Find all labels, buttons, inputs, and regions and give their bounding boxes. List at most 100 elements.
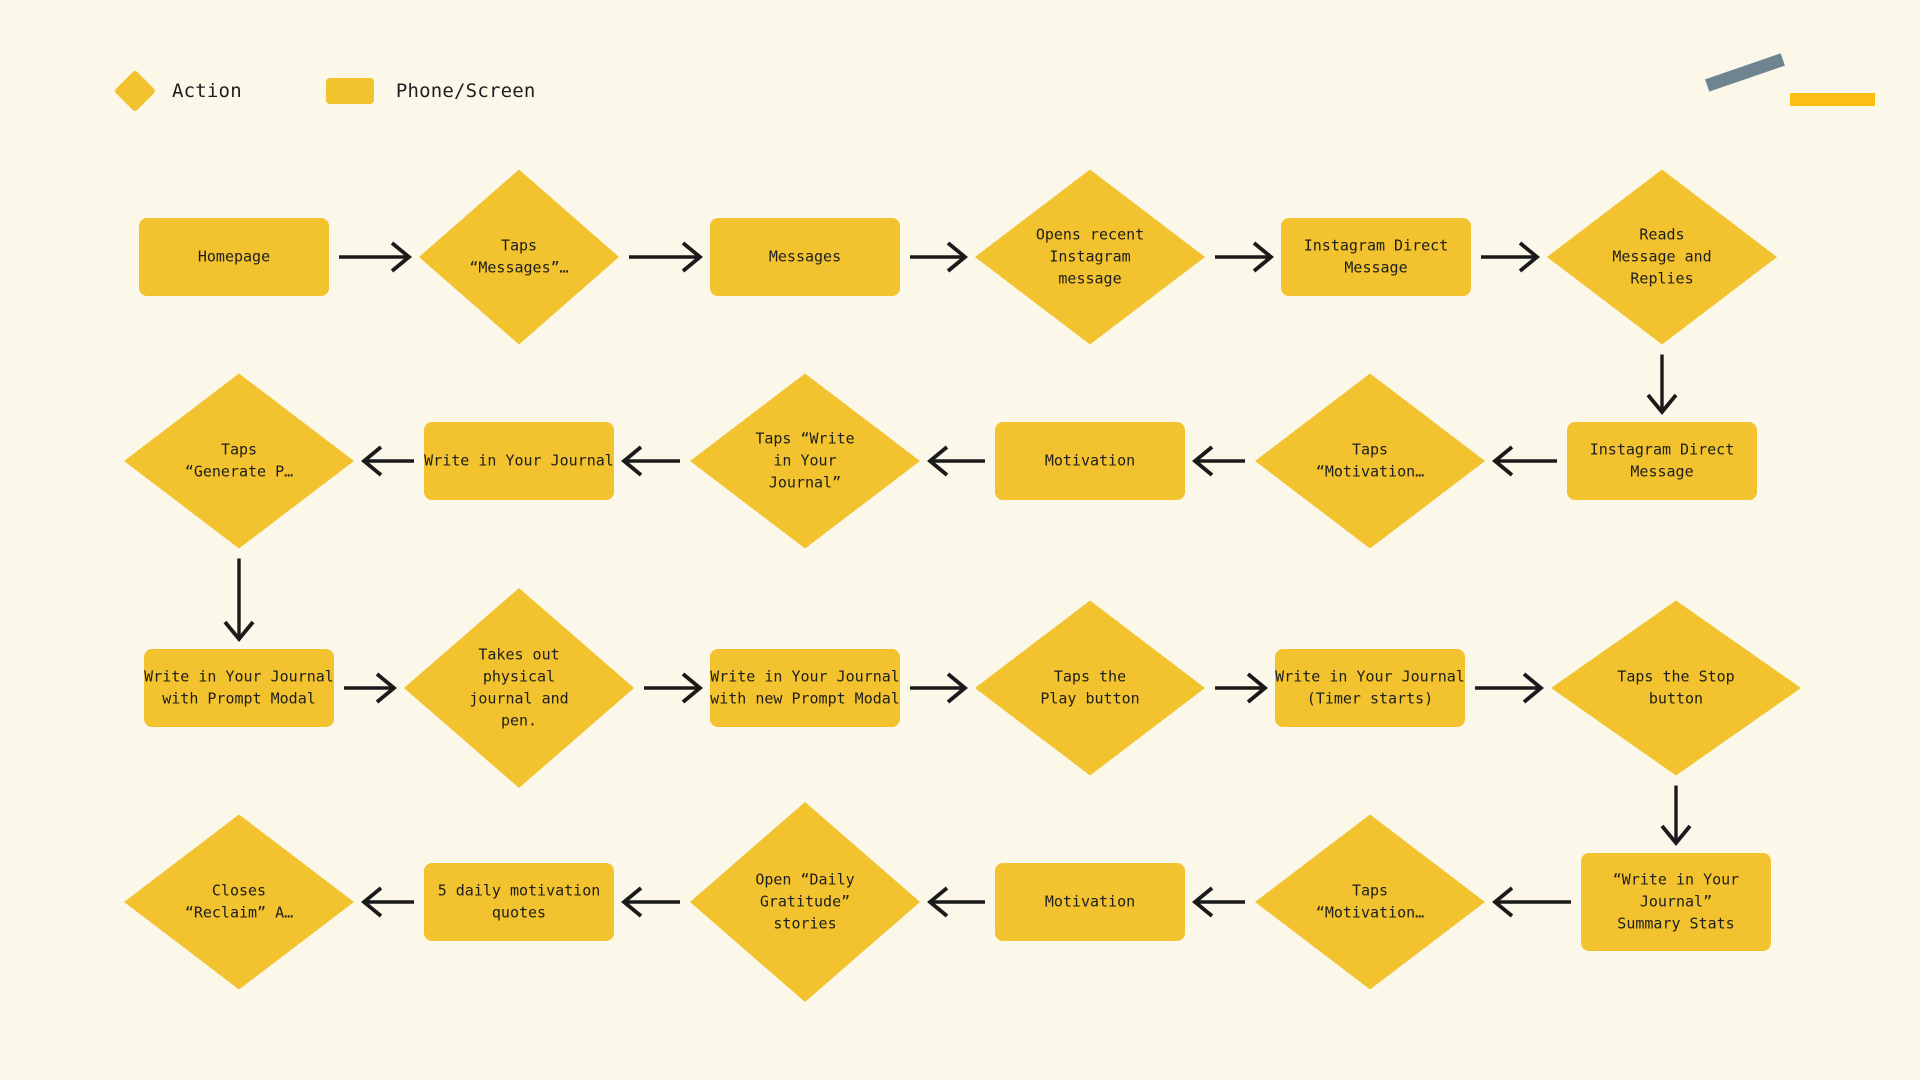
- node-label-line: Reads: [1639, 226, 1684, 244]
- node-label-line: Message and: [1612, 248, 1711, 266]
- node-label-line: 5 daily motivation: [438, 882, 601, 900]
- node-rect-shape: [1275, 649, 1465, 727]
- node-label-line: journal and: [469, 690, 568, 708]
- arrow-head-icon: [1522, 672, 1544, 704]
- flow-arrow: [1192, 886, 1245, 918]
- screen-node[interactable]: Motivation: [995, 422, 1185, 500]
- node-label-line: Taps: [1352, 441, 1388, 459]
- node-rect-shape: [1567, 422, 1757, 500]
- flow-arrow: [344, 672, 397, 704]
- node-label-line: Messages: [769, 248, 841, 266]
- arrow-head-icon: [1192, 886, 1214, 918]
- action-node[interactable]: Taps“Messages”…: [419, 169, 619, 345]
- flow-arrow: [1481, 241, 1540, 273]
- node-diamond-shape: [690, 802, 920, 1002]
- nodes-layer: Homepage Taps“Messages”… Messages Opens rec…: [124, 169, 1801, 1002]
- action-node[interactable]: Taps“Motivation…: [1255, 373, 1485, 549]
- node-label-line: Taps: [221, 441, 257, 459]
- action-node[interactable]: Closes“Reclaim” A…: [124, 814, 354, 990]
- arrow-head-icon: [361, 886, 383, 918]
- flow-arrow: [621, 445, 680, 477]
- arrow-head-icon: [361, 445, 383, 477]
- node-label-line: button: [1649, 690, 1703, 708]
- arrow-head-icon: [1492, 445, 1514, 477]
- node-label-line: Motivation: [1045, 452, 1135, 470]
- arrow-head-icon: [621, 445, 643, 477]
- screen-node[interactable]: Write in Your Journal(Timer starts): [1275, 649, 1465, 727]
- node-label-line: Taps the Stop: [1617, 668, 1734, 686]
- action-node[interactable]: Taps“Motivation…: [1255, 814, 1485, 990]
- screen-node[interactable]: 5 daily motivation quotes: [424, 863, 614, 941]
- flow-arrow: [1492, 445, 1557, 477]
- arrow-head-icon: [1492, 886, 1514, 918]
- node-label-line: Motivation: [1045, 893, 1135, 911]
- node-label-line: in Your: [773, 452, 836, 470]
- arrow-head-icon: [681, 672, 703, 704]
- node-label-line: stories: [773, 915, 836, 933]
- legend: Action Phone/Screen: [113, 69, 536, 113]
- screen-node[interactable]: Write in Your Journal with new Prompt Mod…: [710, 649, 900, 727]
- node-diamond-shape: [975, 600, 1205, 776]
- node-label-line: Taps “Write: [755, 430, 854, 448]
- node-label-line: with new Prompt Modal: [710, 690, 900, 708]
- legend-label-phone-screen: Phone/Screen: [395, 80, 536, 102]
- node-label-line: physical: [483, 668, 555, 686]
- node-label-line: “Write in Your: [1613, 871, 1739, 889]
- flow-arrow: [910, 672, 968, 704]
- node-label-line: Opens recent: [1036, 226, 1144, 244]
- node-diamond-shape: [1547, 169, 1777, 345]
- node-label-line: Play button: [1040, 690, 1139, 708]
- node-label-line: message: [1058, 270, 1121, 288]
- node-rect-shape: [139, 218, 329, 296]
- node-label-line: Write in Your Journal: [710, 668, 900, 686]
- node-label-line: Taps: [501, 237, 537, 255]
- node-label-line: “Reclaim” A…: [185, 904, 293, 922]
- node-rect-shape: [424, 422, 614, 500]
- node-diamond-shape: [1255, 814, 1485, 990]
- node-label-line: “Generate P…: [185, 463, 293, 481]
- flow-arrow: [1475, 672, 1544, 704]
- flow-arrow: [1646, 354, 1678, 415]
- legend-label-action: Action: [172, 80, 242, 102]
- screen-node[interactable]: Homepage: [139, 218, 329, 296]
- node-diamond-shape: [690, 373, 920, 549]
- node-label-line: Journal”: [769, 474, 841, 492]
- node-rect-shape: [1581, 853, 1771, 951]
- node-label-line: with Prompt Modal: [162, 690, 316, 708]
- arrow-head-icon: [927, 886, 949, 918]
- node-label-line: Homepage: [198, 248, 270, 266]
- node-diamond-shape: [124, 814, 354, 990]
- node-diamond-shape: [1255, 373, 1485, 549]
- flow-arrow: [1660, 785, 1692, 846]
- node-label-line: quotes: [492, 904, 546, 922]
- node-rect-shape: [710, 649, 900, 727]
- node-label-line: Instagram Direct: [1304, 237, 1449, 255]
- node-label-line: Takes out: [478, 646, 559, 664]
- screen-node[interactable]: Write in Your Journal: [424, 422, 614, 500]
- node-label-line: Journal”: [1640, 893, 1712, 911]
- arrow-head-icon: [390, 241, 412, 273]
- flow-arrow: [339, 241, 412, 273]
- arrow-head-icon: [223, 620, 255, 642]
- node-label-line: Message: [1630, 463, 1693, 481]
- legend-item-phone-screen: Phone/Screen: [325, 78, 536, 104]
- node-label-line: (Timer starts): [1307, 690, 1433, 708]
- arrow-head-icon: [1192, 445, 1214, 477]
- flow-arrow: [1492, 886, 1571, 918]
- node-label-line: Gratitude”: [760, 893, 850, 911]
- screen-node[interactable]: Motivation: [995, 863, 1185, 941]
- action-node[interactable]: Taps the Stop button: [1551, 600, 1801, 776]
- screen-node[interactable]: Messages: [710, 218, 900, 296]
- action-node[interactable]: Taps “Generate P…: [124, 373, 354, 549]
